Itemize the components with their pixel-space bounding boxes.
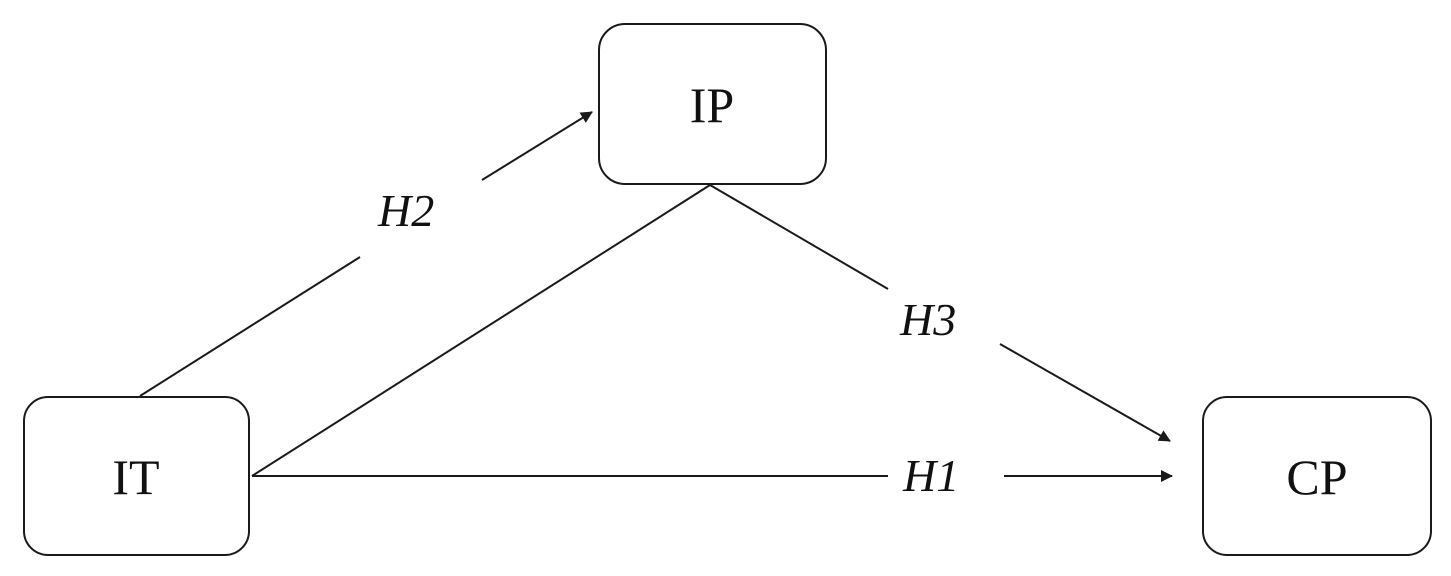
edge-h3-label: H3 bbox=[899, 294, 956, 345]
edge-h1-label: H1 bbox=[902, 450, 959, 501]
connector-it-ip bbox=[251, 184, 711, 477]
edge-h2-segment-lower bbox=[139, 256, 361, 397]
edge-h2-label: H2 bbox=[377, 185, 434, 236]
node-it-box bbox=[23, 396, 250, 556]
edge-h3: H3 bbox=[709, 184, 1171, 442]
node-ip-label: IP bbox=[690, 77, 734, 133]
node-cp-box bbox=[1202, 396, 1432, 556]
node-cp-label: CP bbox=[1286, 449, 1347, 505]
edge-h1: H1 bbox=[252, 450, 1173, 501]
node-it: IT bbox=[23, 396, 250, 556]
edge-h2: H2 bbox=[139, 111, 593, 397]
edge-h2-arrow bbox=[481, 111, 593, 181]
node-it-label: IT bbox=[112, 449, 159, 505]
node-cp: CP bbox=[1202, 396, 1432, 556]
node-ip: IP bbox=[598, 23, 827, 185]
edge-h3-segment-upper bbox=[709, 184, 889, 290]
node-ip-box bbox=[598, 23, 827, 185]
edge-h3-arrow bbox=[999, 343, 1171, 442]
